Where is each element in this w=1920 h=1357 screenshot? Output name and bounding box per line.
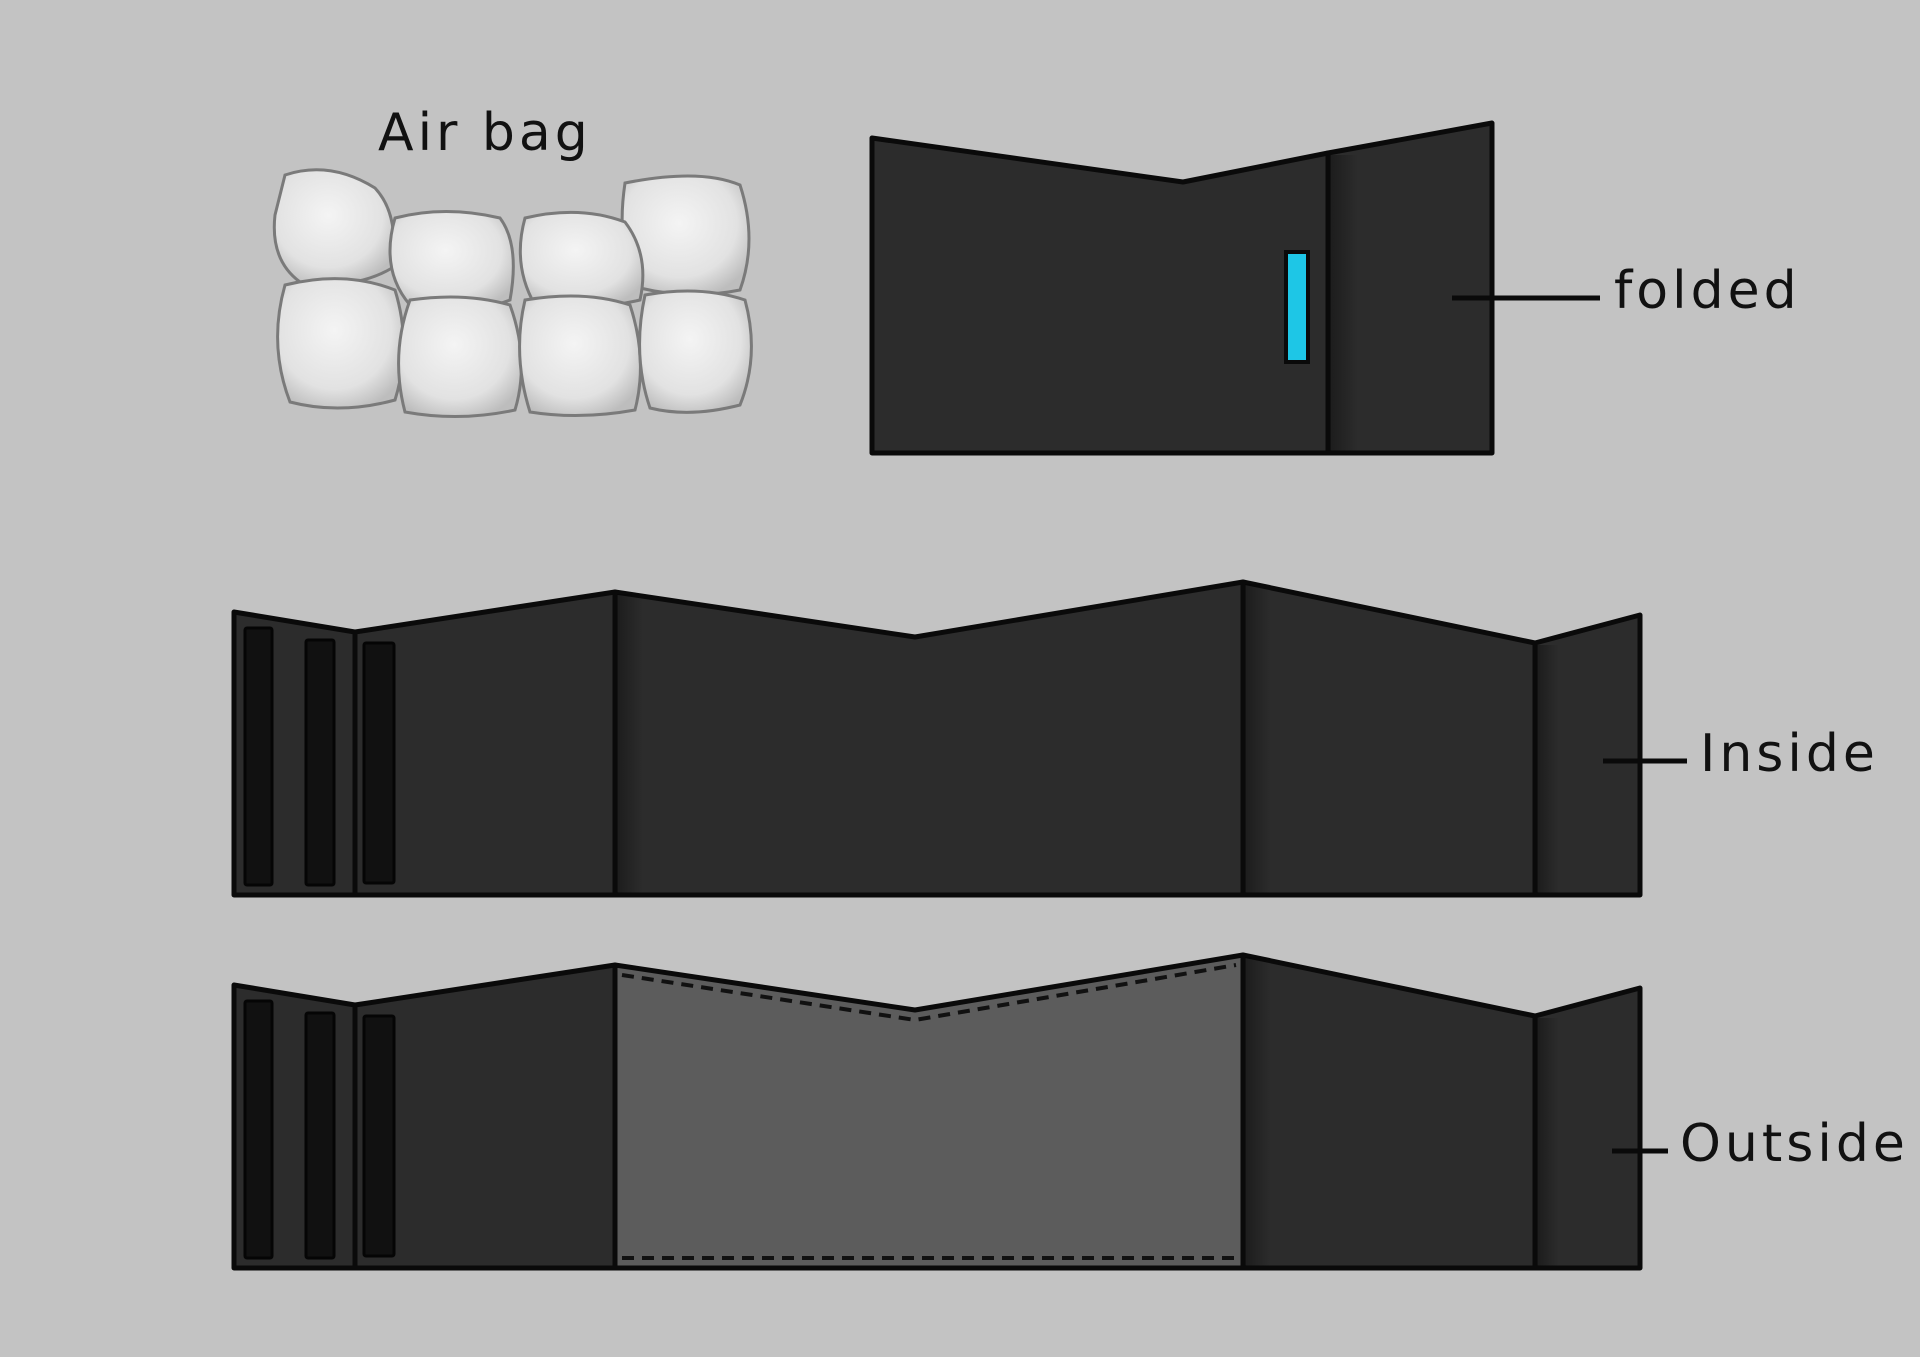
air-bag-cell [638, 289, 753, 414]
air-bag-cell [388, 210, 515, 312]
outside-view [231, 952, 1643, 1271]
outside-label: Outside [1680, 1114, 1909, 1174]
outside-panel-b [1240, 952, 1538, 1271]
outside-slot-1 [243, 999, 274, 1260]
fold-shadow [1537, 645, 1559, 893]
fold-shadow [1245, 957, 1271, 1266]
fold-shadow [1330, 155, 1358, 451]
outside-slot-2 [304, 1011, 336, 1260]
inside-slot-1 [243, 626, 274, 887]
inside-slot-3 [362, 641, 396, 885]
inside-panel-b [1240, 579, 1538, 898]
folded-side-panel [1325, 120, 1495, 456]
folded-case [869, 120, 1495, 456]
fold-shadow [1245, 584, 1271, 893]
outside-panel-end [1532, 985, 1643, 1271]
air-bag-cell [397, 295, 523, 419]
folded-label: folded [1614, 261, 1801, 321]
folded-accent-tab [1284, 250, 1310, 364]
outside-panel-center [612, 952, 1246, 1271]
inside-view [231, 579, 1643, 898]
inside-slot-2 [304, 638, 336, 887]
fold-shadow [617, 594, 643, 893]
fold-shadow [1537, 1018, 1559, 1266]
air-bag-cell [276, 277, 405, 410]
outside-slot-3 [362, 1014, 396, 1258]
air-bag-cell [272, 168, 396, 286]
inside-panel-end [1532, 612, 1643, 898]
air-bag-label: Air bag [378, 103, 592, 163]
air-bag-cell [518, 294, 642, 418]
inside-label: Inside [1700, 724, 1879, 784]
air-bag-illustration [272, 168, 753, 419]
inside-panel-center [612, 579, 1246, 898]
air-bag-cell [518, 210, 645, 310]
folded-front-panel [869, 135, 1331, 456]
